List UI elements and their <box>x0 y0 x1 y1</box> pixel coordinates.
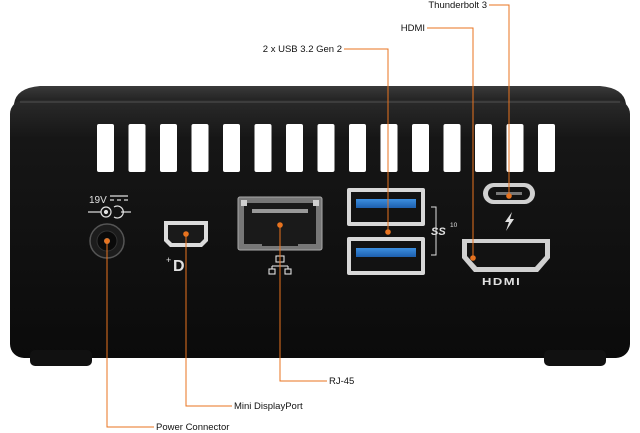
vent-slot <box>349 124 366 172</box>
vent-slot <box>380 124 398 172</box>
leader-rj45 <box>279 225 327 382</box>
foot-left <box>30 350 92 366</box>
vent-slot <box>506 124 524 172</box>
callout-leaders <box>104 4 512 428</box>
hdmi-logo: HDMI <box>482 277 521 287</box>
chassis-top-highlight <box>20 101 620 103</box>
vent-slot <box>254 124 272 172</box>
hdmi-port <box>462 239 550 272</box>
foot-right <box>544 350 606 366</box>
leader-dot-power-connector <box>104 238 110 244</box>
power-voltage-marking: 19V <box>89 195 107 206</box>
usb-port-top <box>347 188 425 226</box>
label-usb: 2 x USB 3.2 Gen 2 <box>263 44 342 55</box>
vent-grille <box>97 124 555 172</box>
vent-slot <box>191 124 209 172</box>
leader-dot-hdmi <box>470 255 476 261</box>
leader-power-connector <box>106 241 154 428</box>
leader-usb <box>344 48 389 232</box>
vent-slot <box>538 124 555 172</box>
vent-slot <box>412 124 429 172</box>
label-thunderbolt: Thunderbolt 3 <box>428 0 487 11</box>
usb-bracket <box>431 206 437 256</box>
leader-mini-displayport <box>185 234 232 407</box>
usb-port-bottom <box>347 237 425 275</box>
vent-slot <box>286 124 303 172</box>
vent-slot <box>97 124 114 172</box>
vent-slot <box>160 124 177 172</box>
label-hdmi: HDMI <box>401 23 425 34</box>
vent-slot <box>317 124 335 172</box>
leader-dot-mini-displayport <box>183 231 189 237</box>
dc-symbol-icon <box>88 195 131 219</box>
mini-displayport-plus-marking: + <box>166 255 171 265</box>
thunderbolt-bolt-icon <box>505 212 514 231</box>
vent-slot <box>443 124 461 172</box>
vent-slot <box>475 124 492 172</box>
usb-superspeed-marking: SS <box>431 226 446 238</box>
label-rj45: RJ-45 <box>329 376 354 387</box>
usb-speed-marking: 10 <box>450 222 458 229</box>
leader-hdmi <box>427 27 474 258</box>
leader-thunderbolt <box>489 4 510 196</box>
leader-dot-thunderbolt <box>506 193 512 199</box>
mini-displayport-marking: D <box>173 258 185 275</box>
leader-dot-usb <box>385 229 391 235</box>
leader-dot-rj45 <box>277 222 283 228</box>
label-mini-displayport: Mini DisplayPort <box>234 401 303 412</box>
vent-slot <box>128 124 146 172</box>
label-power-connector: Power Connector <box>156 422 229 433</box>
vent-slot <box>223 124 240 172</box>
